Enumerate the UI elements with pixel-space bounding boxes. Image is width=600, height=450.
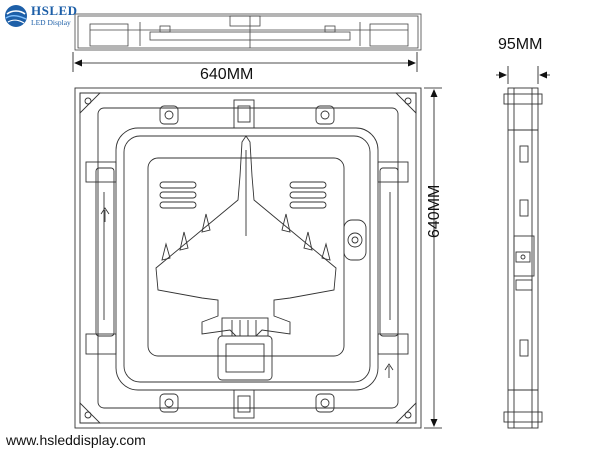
- depth-label: 95MM: [498, 36, 543, 53]
- front-view: [74, 87, 422, 429]
- depth-dimension-line: [496, 66, 550, 84]
- side-view: [503, 87, 543, 429]
- height-label: 640MM: [426, 184, 443, 238]
- width-label: 640MM: [200, 66, 254, 83]
- website-url: www.hsleddisplay.com: [6, 432, 146, 448]
- brand-subtitle: LED Display: [31, 18, 71, 27]
- brand-name: HSLED: [31, 3, 78, 18]
- height-dimension-line: [424, 87, 442, 429]
- width-dimension-line: [72, 52, 418, 72]
- top-view: [74, 13, 422, 51]
- globe-logo-icon: [5, 5, 27, 27]
